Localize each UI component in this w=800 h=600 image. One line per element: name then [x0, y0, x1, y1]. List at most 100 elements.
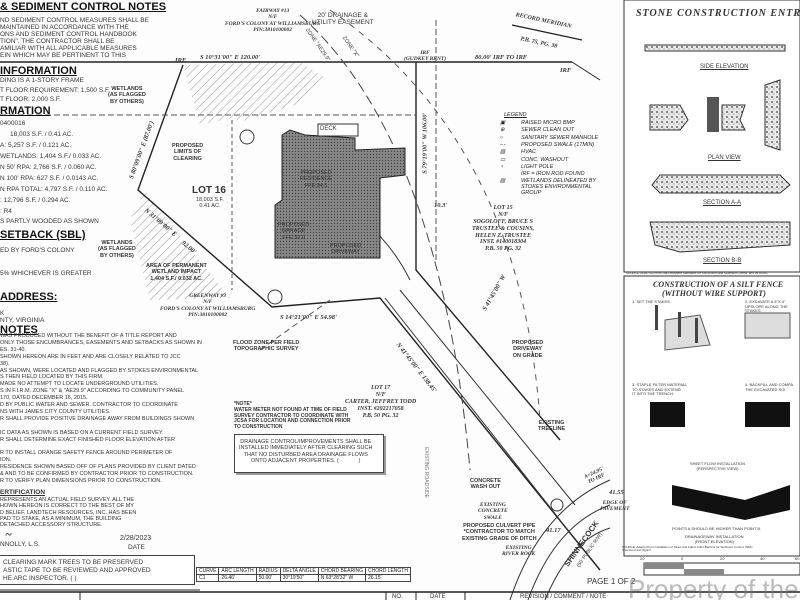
curve-cell: 50.00'	[255, 574, 281, 582]
site-info-line: 18,003 S.F. / 0.41 AC.	[10, 131, 74, 138]
culvert-symbol	[550, 498, 564, 512]
limits-clearing-label: PROPOSED LIMITS OF CLEARING	[172, 143, 204, 162]
scale-tick: 60	[795, 556, 800, 561]
note-line: NS WITH JAMES CITY COUNTY UTILITIES.	[0, 408, 111, 415]
info-line: T FLOOR REQUIREMENT: 1,500 S.F.	[0, 87, 111, 94]
setback-line: ED BY FORD'S COLONY	[0, 247, 75, 254]
note-line: R TO VERIFY PLAN DIMENSIONS PRIOR TO CON…	[0, 477, 162, 484]
note-line: AS SHOWN, WERE LOCATED AND FLAGGED BY ST…	[0, 367, 199, 374]
existing-treeline-label: EXISTING TREELINE	[538, 420, 566, 433]
side-elevation-label: SIDE ELEVATION	[700, 64, 749, 70]
info-line: DING IS A 1-STORY FRAME	[0, 77, 84, 84]
esc-note-line: AMILIAR WITH ALL APPLICABLE MEASURES	[0, 45, 137, 52]
scale-tick: 0	[681, 556, 684, 561]
note-line: IC DATA AS SHOWN IS BASED ON A CURRENT F…	[0, 429, 164, 436]
note-line: WAS PRODUCED WITHOUT THE BENEFIT OF A TI…	[0, 333, 177, 339]
fairway-label: FAIRWAY #13 N/F FORD'S COLONY AT WILLIAM…	[225, 8, 321, 33]
drainage-note: DRAINAGE CONTROL/IMPROVEMENTS SHALL BE I…	[239, 439, 373, 464]
top-right-distance: 80.00' IRF TO IRF	[475, 54, 528, 61]
legend-item: PROPOSED SWALE (17MIN)	[521, 141, 595, 148]
legend-title: LEGEND	[504, 112, 527, 118]
proposed-residence	[274, 129, 406, 259]
legend-symbol-icon: ▨	[500, 178, 506, 185]
note-line: & AND TO BE CONFIRMED BY CONTRACTOR PRIO…	[0, 471, 194, 477]
notes-title: NOTES	[0, 324, 38, 336]
site-info-line: N 100' RPA: 627 S.F. / 0.0143 AC.	[0, 175, 99, 182]
water-meter-note: *NOTE* WATER METER NOT FOUND AT TIME OF …	[234, 401, 351, 430]
note-line: ION.	[0, 457, 12, 464]
curve-cell: 30°19'50"	[279, 574, 319, 582]
esc-notes-title: & SEDIMENT CONTROL NOTES	[0, 1, 167, 13]
bottom-bearing: S 14°21'00" E 54.98'	[280, 314, 337, 321]
river-rock-label: EXISTING RIVER ROCK	[502, 545, 536, 558]
site-info-line: N RPA TOTAL: 4,797 S.F. / 0.110 AC.	[0, 186, 108, 193]
culvert-label: PROPOSED CULVERT PIPE *CONTRACTOR TO MAT…	[462, 523, 537, 542]
address-title: ADDRESS:	[0, 291, 58, 303]
esc-note-line: MAINTAINED IN ACCORDANCE WITH THE	[0, 24, 129, 31]
existing-swale-label: EXISTING CONCRETE SWALE	[478, 502, 508, 521]
site-info-line: 0400016	[0, 120, 26, 127]
wetlands-area	[183, 62, 325, 125]
legend-item: IRF = IRON ROD FOUND	[521, 171, 585, 178]
note-line: S IN F.I.R.M. ZONE "X" & "AE29.9" ACCORD…	[0, 388, 185, 395]
watermark: Property of the W	[628, 574, 800, 600]
scale-tick: 20	[720, 556, 725, 561]
irf-label: IRF	[175, 57, 187, 64]
site-info-line: N 50' RPA: 2,766 S.F. / 0.060 AC.	[0, 164, 97, 171]
top-bearing: S 10°31'00" E 120.00'	[200, 54, 261, 61]
right-bearing: S 79°19'00" W 106.00'	[421, 112, 429, 174]
lot-15-label: LOT 15 N/F SOGOLOFF, BRUCE S TRUSTEE & C…	[472, 205, 535, 253]
note-line: 170, DATED DECEMBER 16, 2015.	[0, 395, 88, 402]
curve-header: ARC LENGTH	[218, 567, 257, 575]
note-line: R SHALL PROVIDE POSITIVE DRAINAGE AWAY F…	[0, 415, 195, 422]
silt-fence-title: CONSTRUCTION OF A SILT FENCE	[653, 280, 784, 289]
scale-tick: 40	[760, 556, 765, 561]
site-info-line: : R4	[0, 208, 12, 215]
silt-step-1: 1. SET THE STAKES.	[632, 299, 671, 304]
note-line: PAD TO STAKE, AS A MINIMUM, THE BUILDING	[0, 515, 122, 522]
wetlands-area	[130, 190, 230, 300]
note-line: R SHALL DETERMINE EXACT FINISHED FLOOR E…	[0, 436, 175, 443]
legend-symbol-icon: ○	[500, 134, 504, 141]
signature: ~	[5, 527, 12, 541]
deck-label: DECK	[320, 126, 337, 132]
note-line: REPRESENTS AN ACTUAL FIELD SURVEY. ALL T…	[0, 497, 135, 503]
clearing-line: CLEARING MARK TREES TO BE PRESERVED	[3, 559, 144, 566]
silt-fence-subtitle: (WITHOUT WIRE SUPPORT)	[662, 289, 766, 298]
curve-cell: 26.46'	[218, 574, 257, 582]
sheet-flow-label: SHEET FLOW INSTALLATION (PERSPECTIVE VIE…	[690, 461, 745, 471]
easement-label: 20' DRAINAGE & UTILITY EASEMENT	[312, 12, 374, 27]
wetlands-label: WETLANDS (AS FLAGGED BY OTHERS)	[98, 240, 136, 259]
curve-header: RADIUS	[255, 567, 281, 575]
esc-note-line: TION". THE CONTRACTOR SHALL BE	[0, 38, 115, 45]
wetlands-label: WETLANDS (AS FLAGGED BY OTHERS)	[108, 86, 146, 105]
curve-header: DELTA ANGLE	[279, 567, 319, 575]
curve-header: CURVE	[195, 567, 220, 575]
driveway-on-grade-label: PROPOSED DRIVEWAY ON GRADE	[512, 340, 544, 359]
irf-label: IRF	[560, 67, 572, 74]
silt-step-4: 4. BACKFILL AND COMPA THE EXCAVATED SOI	[745, 382, 794, 392]
greenway-label: GREENWAY #3 N/F FORD'S COLONY AT WILLIAM…	[160, 293, 256, 318]
dist-right: 10.3'	[434, 202, 448, 209]
lot-boundary	[415, 62, 561, 441]
edge-pavement-label: EDGE OF PAVEMENT	[600, 500, 630, 513]
lot-16-area: 18,003 S.F. 0.41 AC.	[196, 197, 224, 210]
curve-cell: C1	[195, 574, 220, 582]
revision-header-comment: REVISION / COMMENT / NOTE	[520, 594, 607, 600]
date-label: DATE	[128, 544, 145, 551]
lot-17-label: LOT 17 N/F CARTER, JEFFREY TODD INST. #2…	[345, 385, 417, 419]
esc-note-line: EIN WHICH MAY BE PERTINENT TO THIS	[0, 52, 126, 59]
stone-source: SOURCE: ADAPTED from 1983 Maryland Stand…	[626, 271, 769, 275]
clearing-line: ASTIC TAPE TO BE REVIEWED AND APPROVED	[3, 567, 151, 574]
note-line: D BELIEF. LANDTECH RESOURCES, INC. HAS B…	[0, 509, 137, 516]
setback-line: 5% WHICHEVER IS GREATER	[0, 270, 92, 277]
clearing-note-box: CLEARING MARK TREES TO BE PRESERVED ASTI…	[0, 555, 195, 585]
section-bb-label: SECTION B-B	[703, 258, 742, 264]
site-info-line: : 12,796 S.F. / 0.294 AC.	[0, 197, 71, 204]
signer-name: NNOLLY, L.S.	[0, 541, 40, 548]
note-line: HOWN HEREON IS CORRECT TO THE BEST OF MY	[0, 503, 134, 510]
clearing-line: HE ARC INSPECTOR. ( )	[3, 575, 77, 582]
